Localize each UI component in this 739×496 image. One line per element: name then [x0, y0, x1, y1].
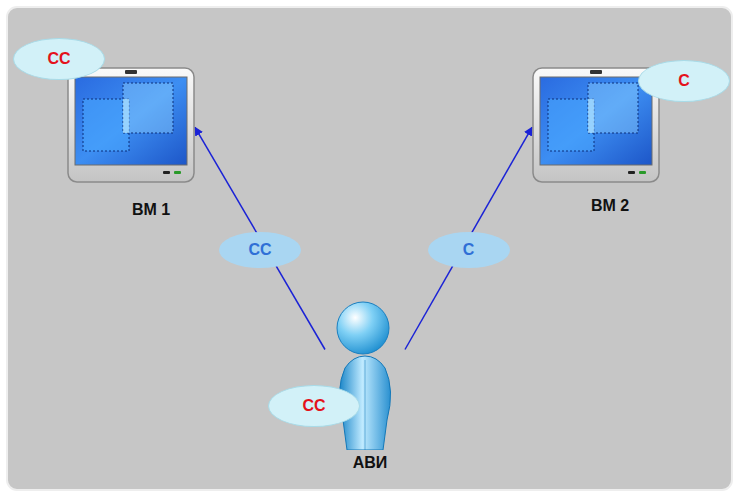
badge-label: СС	[47, 50, 70, 68]
edge-label-oval: С	[428, 232, 510, 268]
label-badge: СС	[268, 385, 360, 427]
edge-label: СС	[248, 241, 271, 259]
computer-node: ССВМ 1	[67, 67, 195, 183]
person-icon	[325, 300, 405, 450]
monitor-icon	[67, 67, 195, 183]
node-name: ВМ 1	[132, 201, 170, 219]
label-badge: СС	[13, 38, 105, 80]
node-name: ВМ 2	[591, 197, 629, 215]
label-badge: С	[638, 60, 730, 102]
connector-arrow	[405, 127, 532, 349]
node-name: АВИ	[353, 454, 388, 472]
computer-node: СВМ 2	[532, 67, 660, 183]
edge-label: С	[463, 241, 475, 259]
connector-arrow	[195, 127, 325, 349]
badge-label: С	[678, 72, 690, 90]
user-node: ССАВИ	[325, 300, 405, 450]
badge-label: СС	[302, 397, 325, 415]
